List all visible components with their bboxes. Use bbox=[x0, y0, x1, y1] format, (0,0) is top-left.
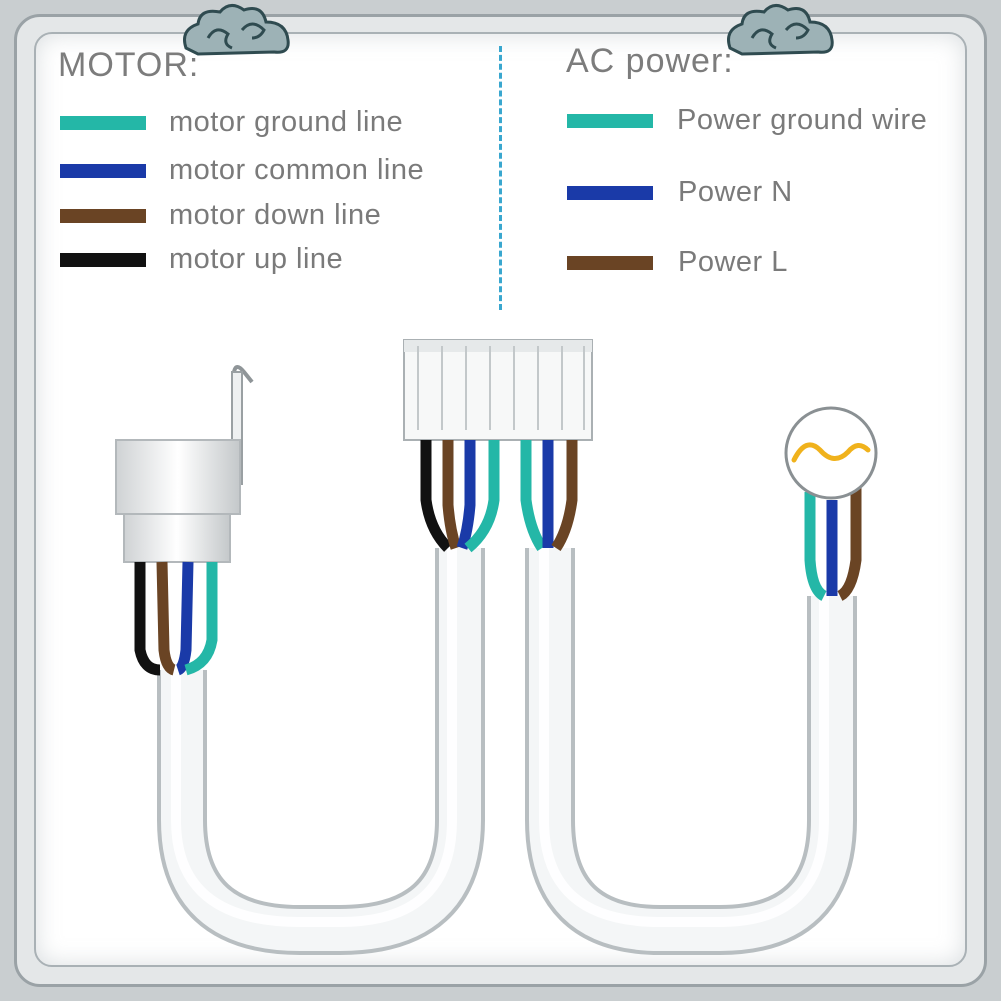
power-ground-swatch bbox=[567, 114, 653, 128]
round-motor-plug-icon bbox=[115, 365, 254, 676]
motor-down-label: motor down line bbox=[169, 199, 382, 231]
power-n-label: Power N bbox=[678, 176, 793, 208]
legend-motor-ground: motor ground line bbox=[60, 106, 480, 138]
motor-common-label: motor common line bbox=[169, 154, 425, 186]
power-l-label: Power L bbox=[678, 246, 788, 278]
legend-motor-down: motor down line bbox=[60, 199, 480, 231]
multi-pin-connector-icon bbox=[403, 339, 593, 553]
ac-source-icon bbox=[784, 406, 878, 601]
cloud-ornament-left-icon bbox=[183, 4, 290, 56]
power-ground-label: Power ground wire bbox=[677, 104, 928, 136]
motor-up-swatch bbox=[60, 253, 146, 267]
motor-up-label: motor up line bbox=[169, 243, 344, 275]
motor-cable bbox=[157, 548, 485, 955]
motor-section-title: MOTOR: bbox=[58, 46, 200, 84]
cloud-ornament-right-icon bbox=[727, 4, 834, 56]
motor-ground-label: motor ground line bbox=[169, 106, 404, 138]
motor-ground-swatch bbox=[60, 116, 146, 130]
power-l-swatch bbox=[567, 256, 653, 270]
legend-power-n: Power N bbox=[567, 176, 967, 208]
legend-power-ground: Power ground wire bbox=[567, 104, 967, 136]
legend-motor-common: motor common line bbox=[60, 154, 480, 186]
power-n-swatch bbox=[567, 186, 653, 200]
section-divider bbox=[499, 46, 502, 310]
legend-motor-up: motor up line bbox=[60, 243, 480, 275]
motor-down-swatch bbox=[60, 209, 146, 223]
motor-common-swatch bbox=[60, 164, 146, 178]
power-cable bbox=[525, 548, 857, 955]
legend-power-l: Power L bbox=[567, 246, 967, 278]
ac-power-section-title: AC power: bbox=[566, 42, 734, 80]
sine-wave-icon bbox=[791, 442, 871, 463]
